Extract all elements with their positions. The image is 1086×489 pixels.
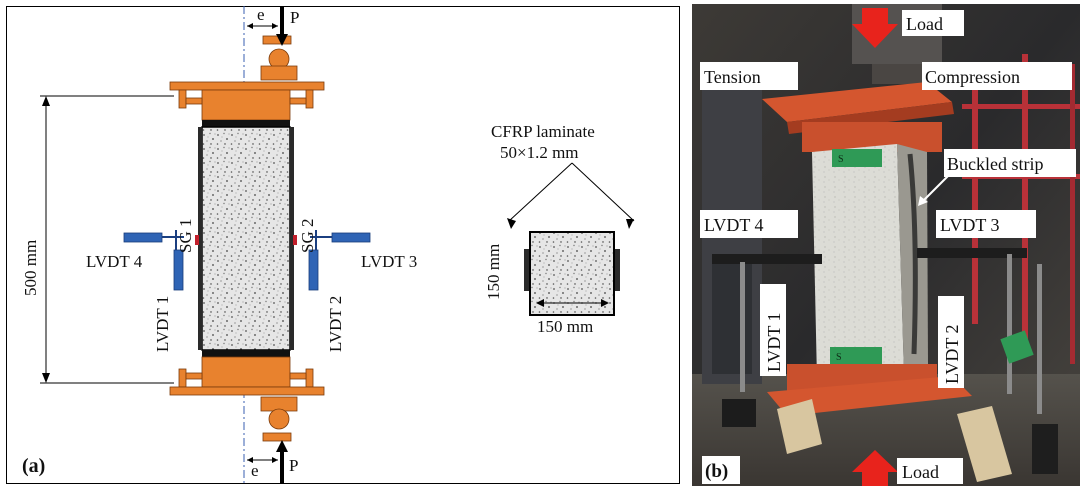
gauge-tag-bottom — [830, 347, 882, 365]
top-steel-cap — [169, 81, 325, 121]
strain-gauge-1 — [195, 235, 199, 245]
panel-b-label: (b) — [705, 461, 728, 482]
lvdt-1-photo-label: LVDT 1 — [764, 312, 784, 372]
sg-2-label: SG 2 — [298, 219, 317, 253]
top-load-assembly: e P — [247, 5, 299, 81]
load-top-label: Load — [906, 14, 943, 34]
cfrp-strip-right — [290, 127, 294, 350]
lvdt-3-body — [331, 232, 371, 243]
lvdt-2-label: LVDT 2 — [326, 296, 345, 352]
eccentricity-label-bottom: e — [251, 461, 259, 480]
photo-lvdt-3 — [917, 248, 1027, 258]
photo-svg: S S Load Tension Compression Buckled str… — [692, 4, 1080, 486]
cfrp-strip-left — [198, 127, 202, 350]
height-dim-label: 500 mm — [21, 240, 40, 296]
tension-label: Tension — [704, 67, 761, 87]
lvdt-4-label: LVDT 4 — [86, 252, 143, 271]
lvdt-3-label: LVDT 3 — [361, 252, 417, 271]
buckled-strip-label: Buckled strip — [947, 154, 1044, 174]
section-strip-right — [615, 249, 620, 291]
lvdt-right-group: LVDT 3 LVDT 2 SG 2 — [298, 219, 417, 352]
gauge-tag-top — [832, 149, 882, 167]
eccentricity-label-top: e — [257, 6, 265, 24]
gauge-tag-top-text: S — [838, 154, 844, 165]
photo-top-cap — [762, 82, 952, 122]
photo-lvdt-4 — [712, 254, 822, 264]
concrete-specimen — [195, 120, 297, 357]
section-height-label: 150 mm — [484, 244, 503, 300]
section-strip-left — [524, 249, 529, 291]
load-label-top: P — [290, 8, 299, 27]
test-setup-schematic: e P e P — [6, 5, 680, 484]
load-arrow-top-photo — [852, 8, 898, 48]
sg-1-label: SG 1 — [176, 219, 195, 253]
lvdt-left-group: LVDT 4 LVDT 1 SG 1 — [86, 219, 195, 352]
lvdt-4-photo-label: LVDT 4 — [704, 215, 764, 235]
buckled-strip-visual — [907, 153, 918, 355]
load-arrow-bottom-photo — [852, 450, 898, 486]
compression-label: Compression — [925, 67, 1020, 87]
load-bottom-label: Load — [902, 462, 939, 482]
gauge-tag-bottom-text: S — [836, 352, 842, 363]
photo-specimen — [812, 144, 904, 379]
test-photo: S S Load Tension Compression Buckled str… — [692, 4, 1080, 486]
cfrp-label-line2: 50×1.2 mm — [500, 143, 579, 162]
lvdt-2-body — [308, 249, 319, 291]
lvdt-2-photo-label: LVDT 2 — [942, 324, 962, 384]
wood-block-right — [957, 406, 1012, 482]
load-top-box — [902, 10, 964, 36]
strain-gauge-2 — [293, 235, 297, 245]
lvdt-4-body — [123, 232, 163, 243]
height-dimension: 500 mm — [21, 95, 174, 384]
panel-a-label: (a) — [22, 455, 45, 477]
load-label-bottom: P — [289, 456, 298, 475]
cfrp-label-line1: CFRP laminate — [491, 122, 595, 141]
lvdt-3-photo-label: LVDT 3 — [940, 215, 1000, 235]
lvdt-1-body — [173, 249, 184, 291]
schematic-svg: e P e P — [6, 5, 680, 484]
wood-block-left — [777, 399, 822, 454]
cross-section: CFRP laminate 50×1.2 mm 150 mm 150 mm — [484, 122, 635, 336]
lvdt-1-label: LVDT 1 — [153, 296, 172, 352]
bottom-load-assembly: e P — [247, 396, 298, 484]
section-width-label: 150 mm — [537, 317, 593, 336]
bottom-steel-cap — [169, 356, 325, 396]
